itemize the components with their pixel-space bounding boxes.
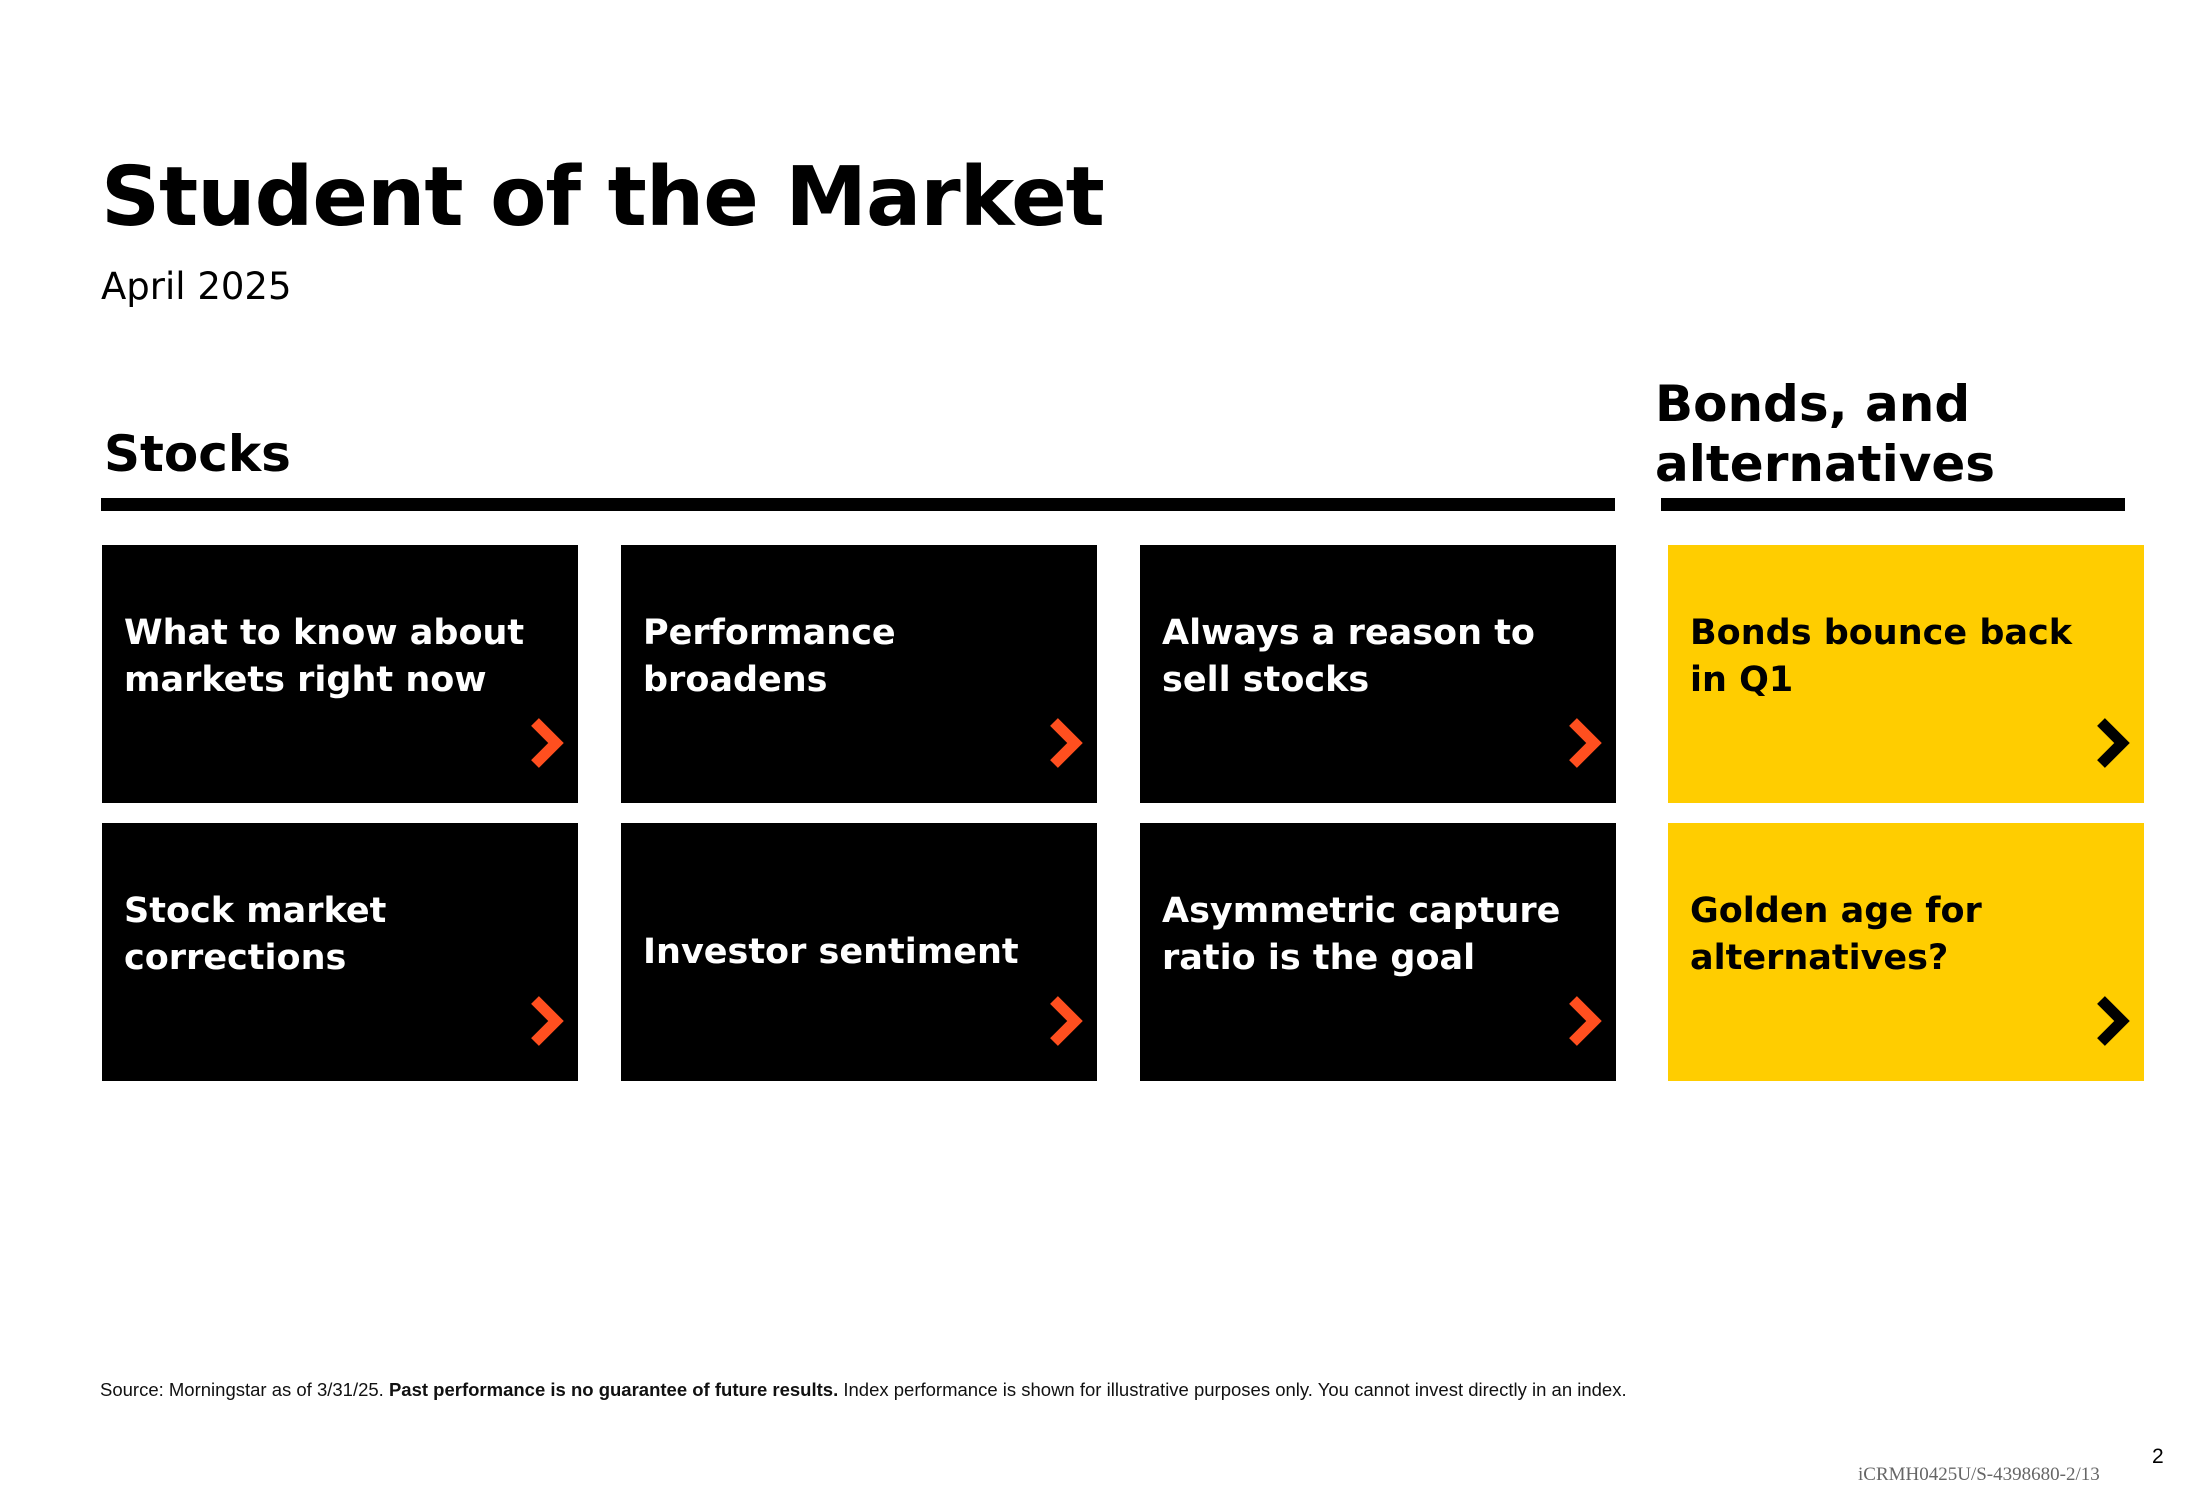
- tile-label-line1: Performance: [643, 613, 896, 653]
- section-heading-bonds-line1: Bonds, and: [1655, 375, 1971, 433]
- bonds-divider: [1661, 498, 2125, 511]
- page-date: April 2025: [101, 265, 292, 308]
- chevron-right-icon: [2097, 996, 2130, 1046]
- tile-label-line2: ratio is the goal: [1162, 938, 1476, 978]
- section-heading-bonds-alternatives: Bonds, and alternatives: [1655, 374, 1995, 494]
- tile-label: Performance broadens: [643, 545, 1063, 803]
- page-title: Student of the Market: [101, 150, 1105, 245]
- tile-performance-broadens[interactable]: Performance broadens: [621, 545, 1097, 803]
- source-suffix: Index performance is shown for illustrat…: [838, 1379, 1627, 1400]
- chevron-right-icon: [1569, 718, 1602, 768]
- tile-label-line1: What to know about: [124, 613, 525, 653]
- source-footnote: Source: Morningstar as of 3/31/25. Past …: [100, 1377, 1627, 1403]
- tile-label: What to know about markets right now: [124, 545, 544, 803]
- tile-label-line2: markets right now: [124, 660, 487, 700]
- tile-label-line2: in Q1: [1690, 660, 1794, 700]
- chevron-right-icon: [2097, 718, 2130, 768]
- tile-label-line1: Investor sentiment: [643, 931, 1019, 972]
- tile-label: Golden age for alternatives?: [1690, 823, 2110, 1081]
- tile-label: Bonds bounce back in Q1: [1690, 545, 2110, 803]
- tile-label-line1: Stock market: [124, 891, 387, 931]
- tile-label: Asymmetric capture ratio is the goal: [1162, 823, 1582, 1081]
- past-performance-disclaimer: Past performance is no guarantee of futu…: [388, 1379, 839, 1400]
- chevron-right-icon: [1050, 718, 1083, 768]
- tile-always-a-reason-to-sell-stocks[interactable]: Always a reason to sell stocks: [1140, 545, 1616, 803]
- tile-stock-market-corrections[interactable]: Stock market corrections: [102, 823, 578, 1081]
- tile-label-line2: corrections: [124, 938, 347, 978]
- tile-label: Investor sentiment: [643, 823, 1063, 1081]
- chevron-right-icon: [1569, 996, 1602, 1046]
- tile-label-line1: Bonds bounce back: [1690, 613, 2073, 653]
- source-prefix: Source: Morningstar as of 3/31/25.: [100, 1379, 389, 1400]
- tile-label: Stock market corrections: [124, 823, 544, 1081]
- stocks-divider: [101, 498, 1615, 511]
- tile-label-line1: Always a reason to: [1162, 613, 1535, 653]
- tile-golden-age-for-alternatives[interactable]: Golden age for alternatives?: [1668, 823, 2144, 1081]
- tile-bonds-bounce-back[interactable]: Bonds bounce back in Q1: [1668, 545, 2144, 803]
- section-heading-bonds-line2: alternatives: [1655, 435, 1995, 493]
- chevron-right-icon: [531, 996, 564, 1046]
- tile-what-to-know-about-markets[interactable]: What to know about markets right now: [102, 545, 578, 803]
- tile-label-line1: Golden age for: [1690, 891, 1982, 931]
- tile-label-line1: Asymmetric capture: [1162, 891, 1561, 931]
- tile-label-line2: broadens: [643, 660, 828, 700]
- chevron-right-icon: [1050, 996, 1083, 1046]
- section-heading-stocks: Stocks: [104, 425, 291, 483]
- tile-asymmetric-capture-ratio[interactable]: Asymmetric capture ratio is the goal: [1140, 823, 1616, 1081]
- tile-label: Always a reason to sell stocks: [1162, 545, 1582, 803]
- chevron-right-icon: [531, 718, 564, 768]
- document-code: iCRMH0425U/S-4398680-2/13: [1858, 1464, 2100, 1485]
- tile-investor-sentiment[interactable]: Investor sentiment: [621, 823, 1097, 1081]
- tile-label-line2: alternatives?: [1690, 938, 1949, 978]
- page-number: 2: [2152, 1445, 2164, 1468]
- tile-label-line2: sell stocks: [1162, 660, 1370, 700]
